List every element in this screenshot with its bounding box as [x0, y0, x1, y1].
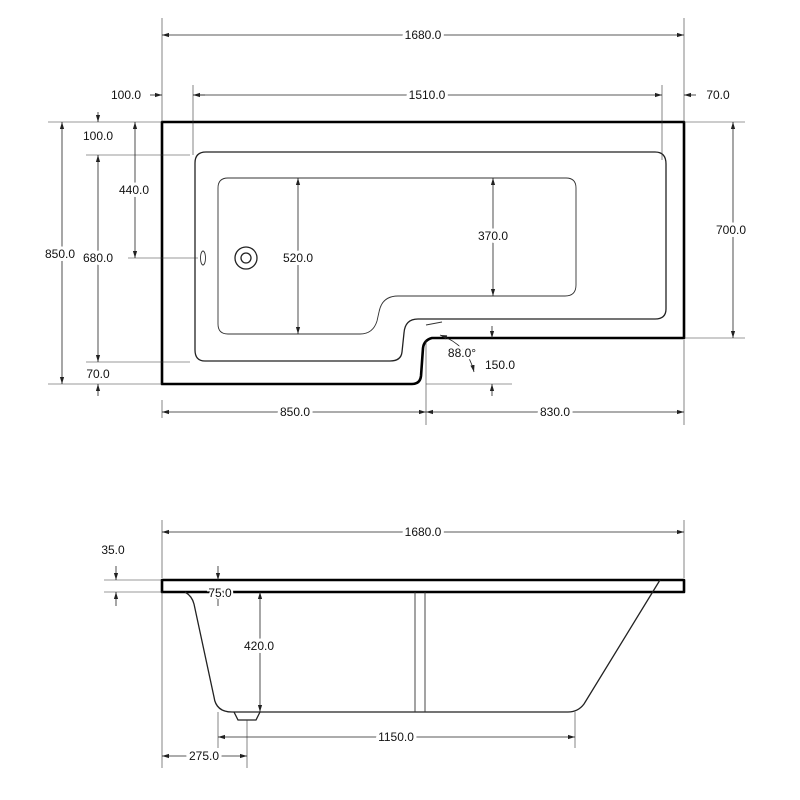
dim-inner-length: 1510.0 [409, 88, 446, 102]
plan-view: 1680.0 1510.0 100.0 70.0 850.0 680.0 100… [42, 18, 749, 425]
side-rim [160, 578, 686, 594]
dim-floor-width-right: 370.0 [478, 229, 508, 243]
plan-inner-rim [194, 151, 667, 362]
side-view: 1680.0 35.0 75.0 420.0 1150.0 275.0 [101, 520, 686, 768]
side-dim-base-length: 1150.0 [378, 730, 414, 744]
plan-outer-outline [160, 120, 686, 386]
dim-overall-width: 850.0 [45, 247, 75, 261]
dim-inner-width: 680.0 [83, 251, 113, 265]
plan-floor [217, 177, 577, 335]
dim-top-rim: 100.0 [83, 129, 113, 143]
dim-bottom-rim: 70.0 [86, 367, 110, 381]
dim-left-section: 850.0 [280, 405, 310, 419]
overflow-icon [200, 250, 206, 266]
waste-outer-icon [234, 246, 258, 270]
dim-left-rim: 100.0 [111, 88, 141, 102]
side-dim-lip: 75.0 [208, 586, 232, 600]
dim-corner-angle: 88.0° [448, 346, 476, 360]
dim-overall-length: 1680.0 [405, 28, 442, 42]
side-dim-depth: 420.0 [244, 639, 274, 653]
dim-right-rim: 70.0 [706, 88, 730, 102]
dim-step-depth: 150.0 [485, 358, 515, 372]
side-dim-base-offset: 275.0 [189, 749, 219, 763]
dim-right-width: 700.0 [716, 223, 746, 237]
dim-waste-offset: 440.0 [119, 183, 149, 197]
dim-right-section: 830.0 [540, 405, 570, 419]
side-dim-overall-length: 1680.0 [405, 525, 442, 539]
side-body [184, 579, 661, 713]
side-dim-rim-thickness: 35.0 [101, 543, 125, 557]
dim-floor-width-left: 520.0 [283, 251, 313, 265]
waste-inner-icon [240, 252, 252, 264]
